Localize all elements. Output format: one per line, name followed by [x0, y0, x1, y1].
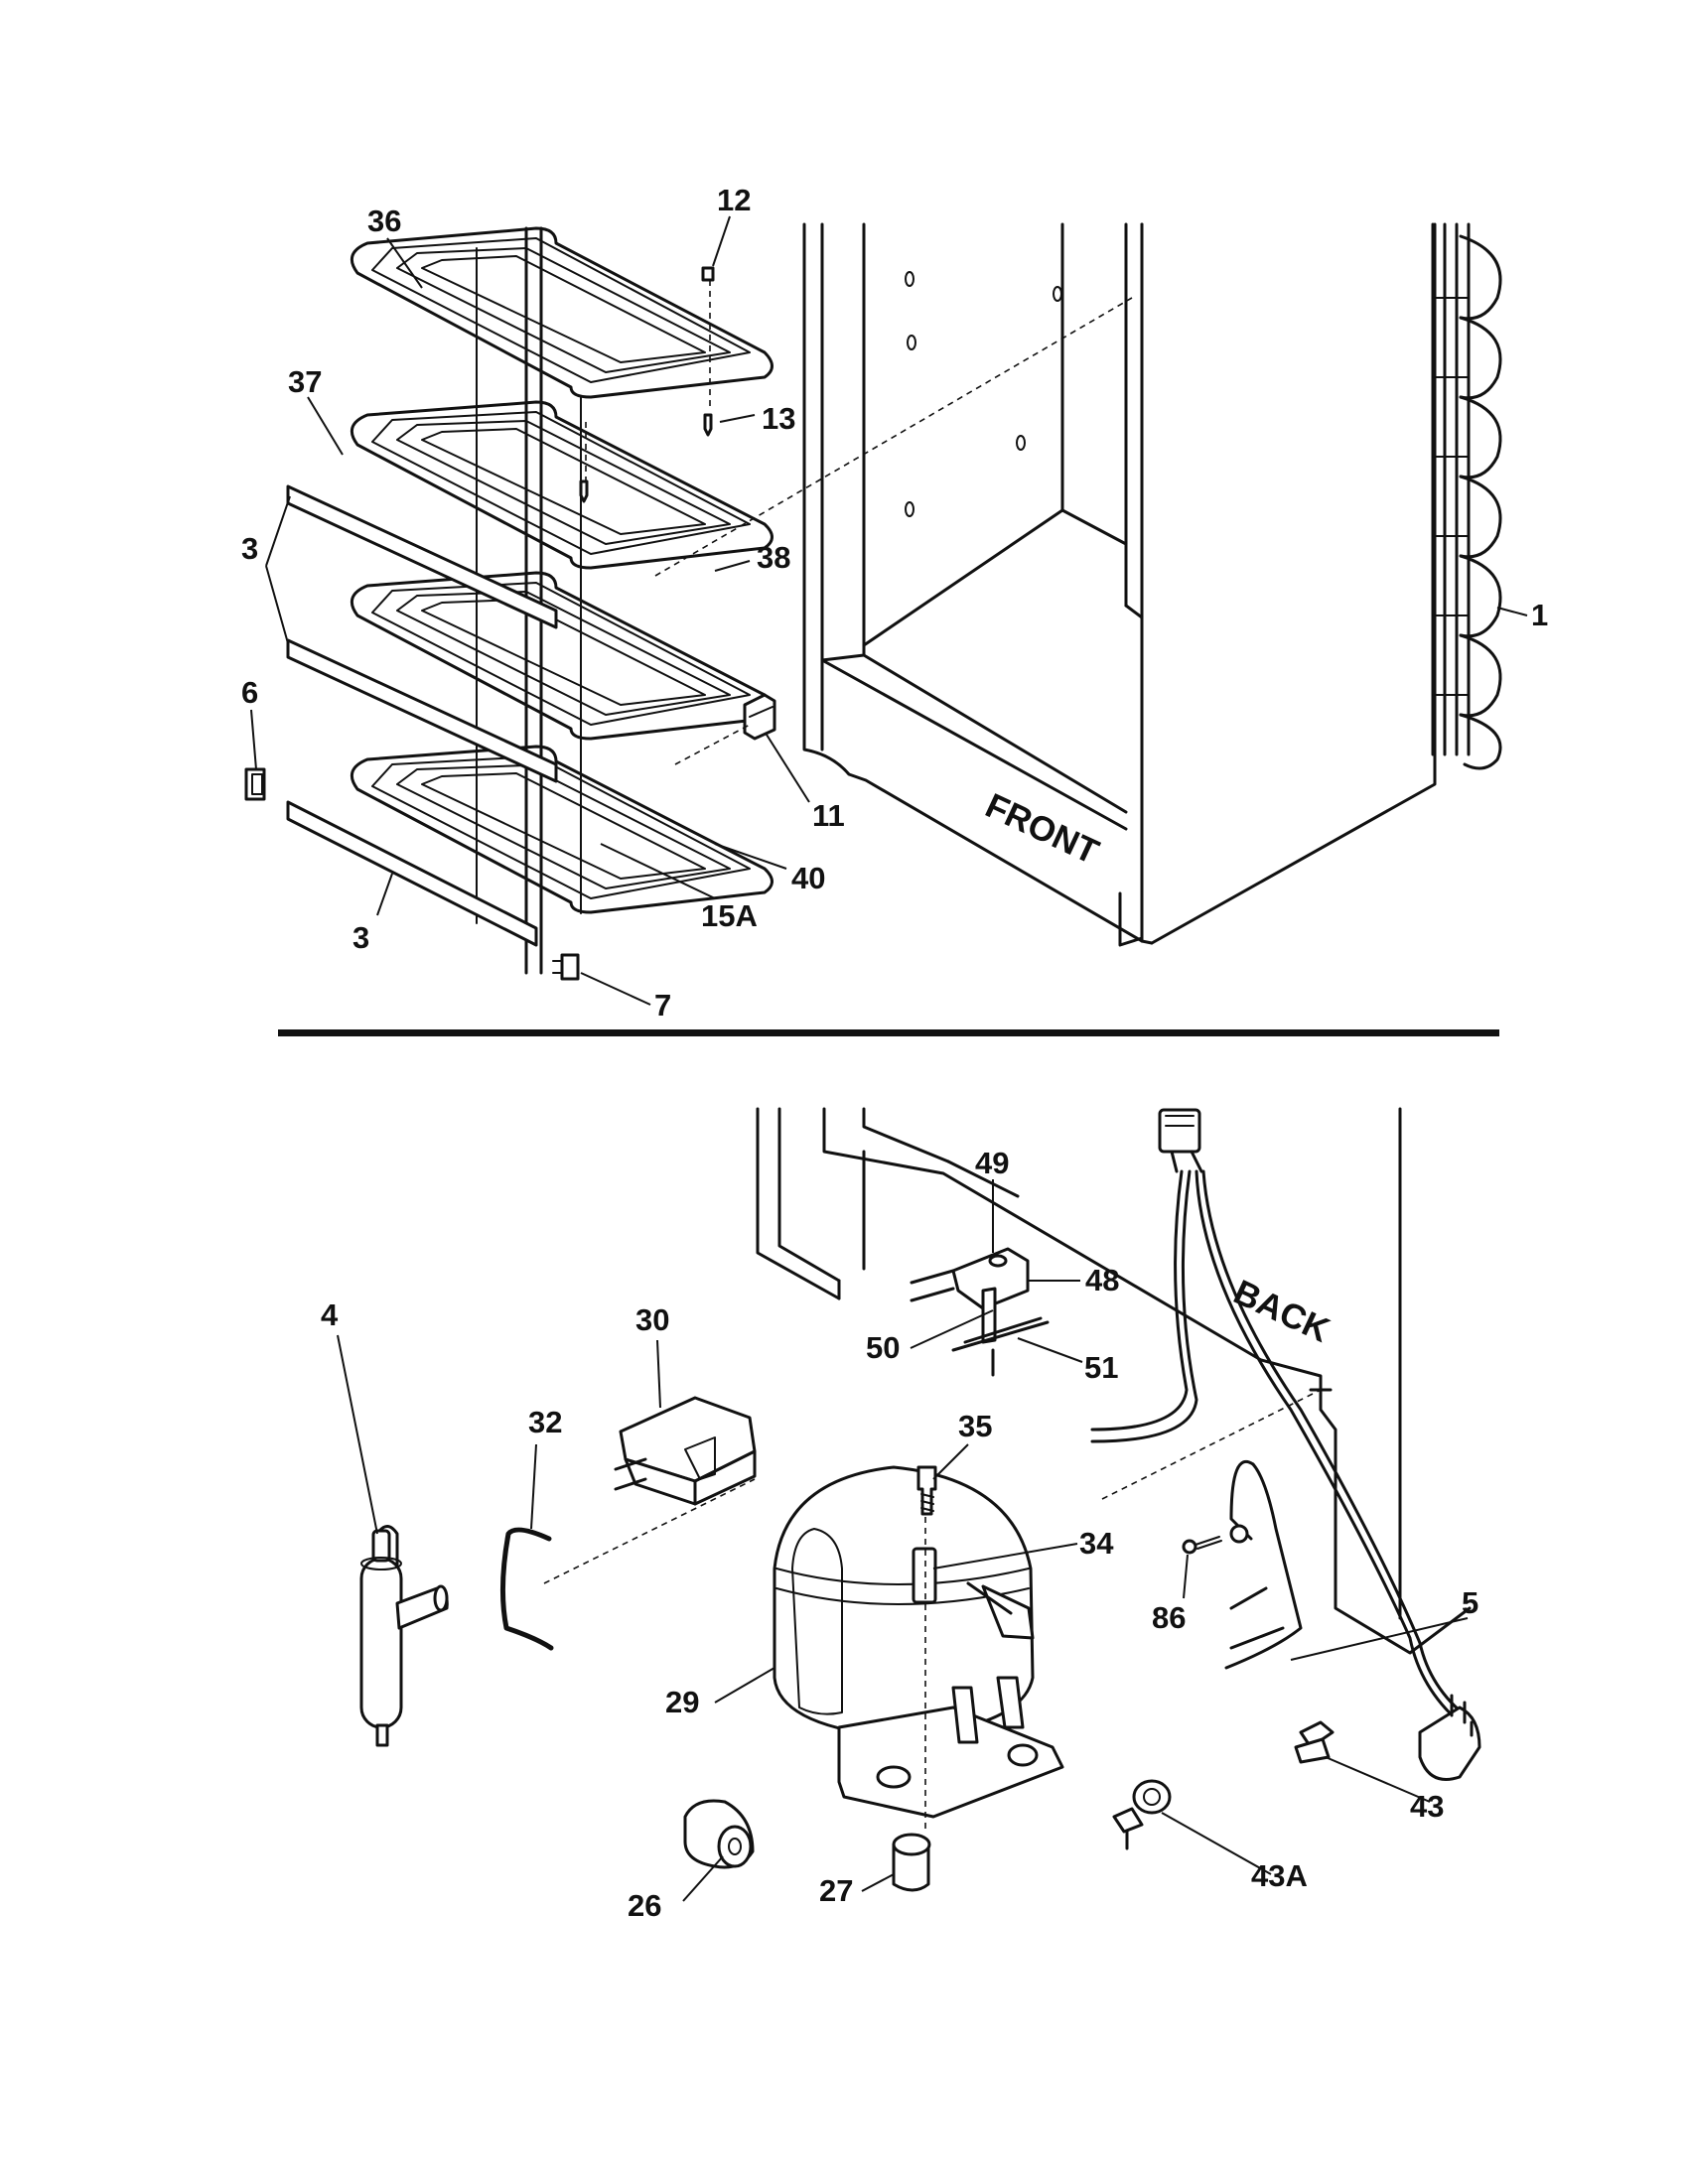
callout-35: 35: [958, 1409, 992, 1443]
screw-12: [701, 266, 715, 282]
callout-1: 1: [1531, 598, 1548, 632]
callout-86: 86: [1152, 1600, 1186, 1635]
upper-assembly: FRONT: [241, 183, 1548, 1023]
side-condenser: [1431, 222, 1502, 770]
callout-50: 50: [866, 1330, 900, 1365]
drier: [359, 1525, 449, 1747]
callout-40: 40: [791, 861, 825, 895]
bushing: [892, 1833, 931, 1892]
callout-51: 51: [1084, 1350, 1118, 1385]
callout-5: 5: [1462, 1585, 1478, 1620]
clip-43: [1294, 1720, 1335, 1764]
callout-30: 30: [635, 1302, 669, 1337]
callout-13: 13: [762, 401, 795, 436]
callout-4: 4: [321, 1297, 339, 1332]
screw-13: [703, 413, 713, 437]
callout-7: 7: [654, 988, 671, 1023]
clip-7: [552, 953, 580, 981]
callout-29: 29: [665, 1685, 699, 1719]
clip-6: [244, 767, 266, 801]
plug: [1418, 1694, 1481, 1781]
callout-6: 6: [241, 675, 258, 710]
relay: [614, 1396, 757, 1506]
section-divider: [278, 1029, 1499, 1036]
screw-13b: [579, 479, 589, 503]
screw-86: [1182, 1536, 1222, 1555]
evaporator-shelves: [286, 226, 774, 975]
compressor: [773, 1465, 1064, 1819]
lower-assembly: BACK: [321, 1107, 1481, 1923]
callout-34: 34: [1079, 1526, 1114, 1561]
callout-48: 48: [1085, 1263, 1119, 1297]
callout-3-upper: 3: [241, 531, 258, 566]
callout-3-lower: 3: [352, 920, 369, 955]
power-cord: [1090, 1108, 1481, 1781]
callout-15a: 15A: [701, 898, 758, 933]
callout-26: 26: [628, 1888, 661, 1923]
callout-49: 49: [975, 1146, 1009, 1180]
bracket-11: [743, 693, 776, 741]
callout-36: 36: [367, 204, 401, 238]
callout-43: 43: [1410, 1789, 1444, 1824]
callout-38: 38: [757, 540, 790, 575]
clamp-43a: [1112, 1779, 1172, 1850]
callout-11: 11: [812, 798, 845, 833]
callout-43a: 43A: [1251, 1858, 1308, 1893]
callout-27: 27: [819, 1873, 853, 1908]
callout-37: 37: [288, 364, 322, 399]
callout-12: 12: [717, 183, 751, 217]
cabinet-shell: FRONT: [802, 222, 1437, 947]
relay-clip: [499, 1527, 554, 1651]
grommet: [683, 1799, 755, 1869]
callout-32: 32: [528, 1405, 562, 1439]
valve-assembly: [910, 1247, 1050, 1377]
